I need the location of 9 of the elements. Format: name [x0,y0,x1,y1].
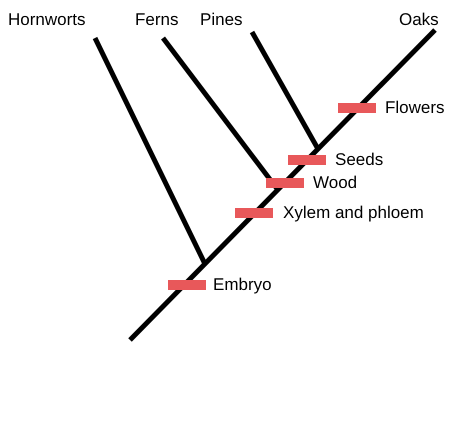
trait-label: Embryo [213,275,272,295]
trait-label: Seeds [335,150,384,170]
trait-label: Flowers [385,98,445,118]
taxon-label: Ferns [135,10,178,30]
trait-label: Wood [313,173,358,193]
taxon-label: Hornworts [8,10,86,30]
trait-label: Xylem and phloem [283,203,424,223]
taxon-label: Oaks [399,10,439,30]
taxon-label: Pines [200,10,243,30]
